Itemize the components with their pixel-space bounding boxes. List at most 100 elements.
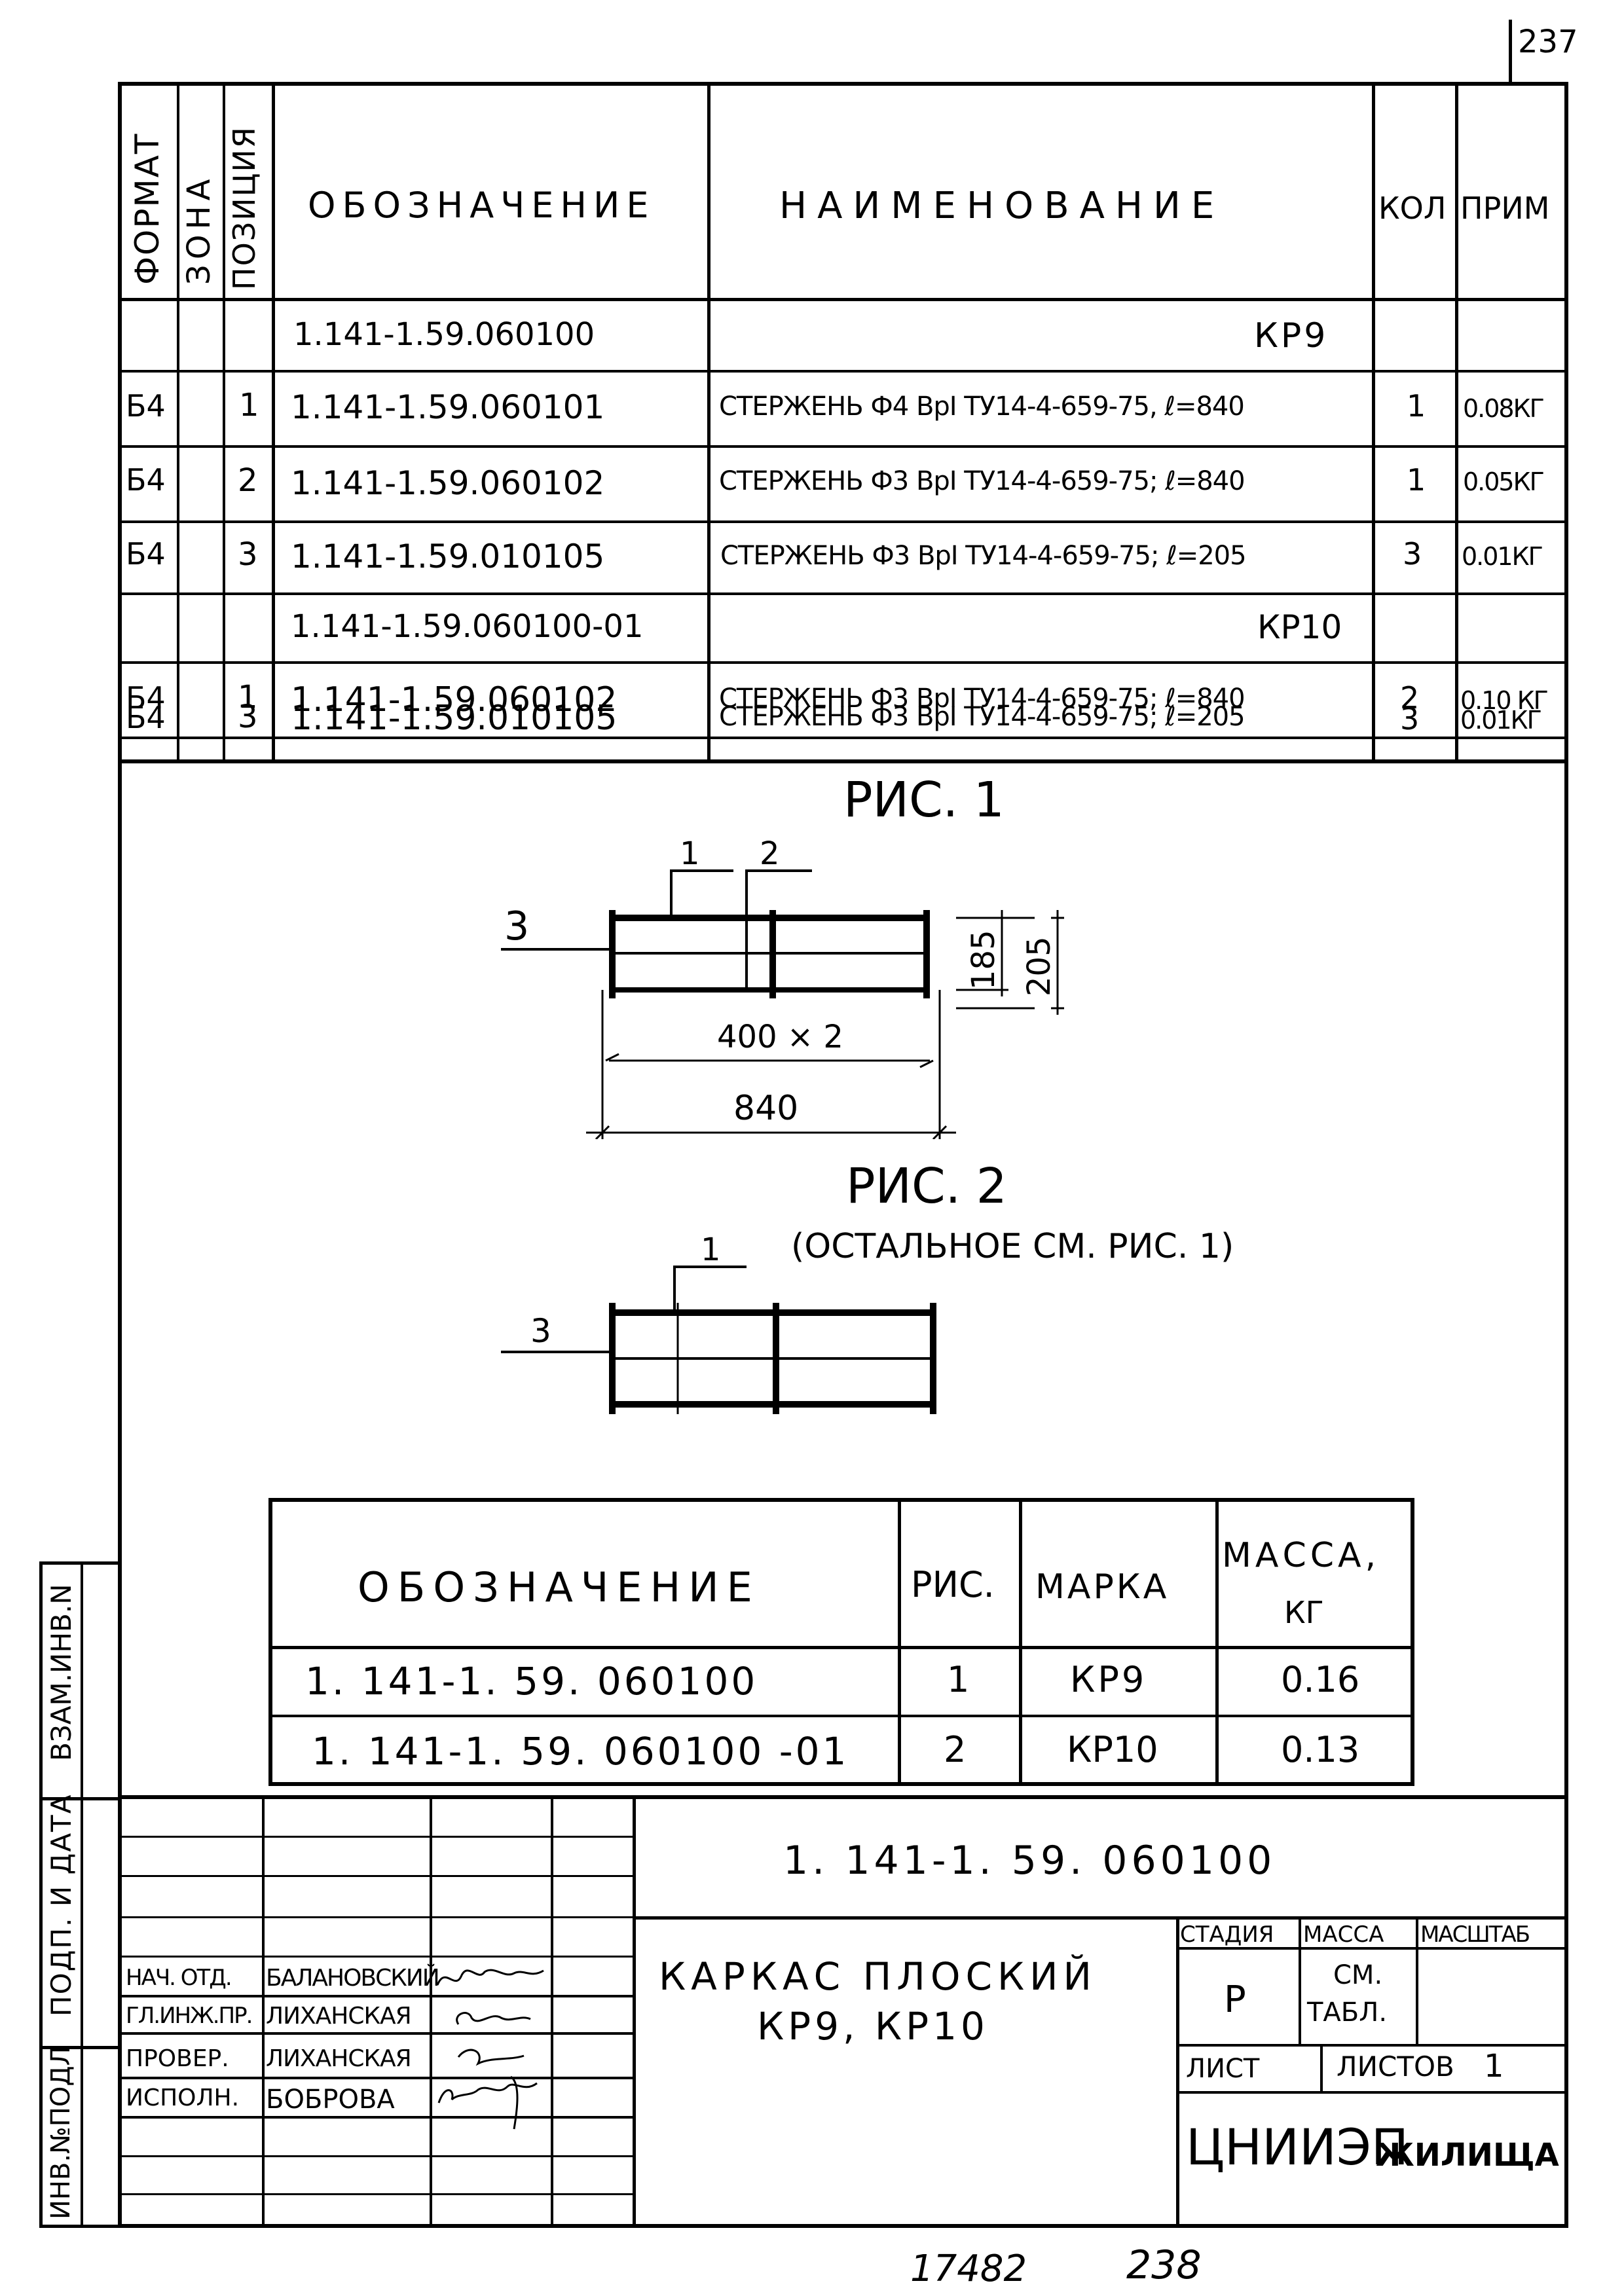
row-4-qty: 3 — [1403, 536, 1422, 572]
row-4-position: 3 — [238, 536, 258, 573]
row-1-name: КР9 — [1254, 316, 1329, 355]
row-3-qty: 1 — [1407, 462, 1426, 498]
mass-header-fig: РИС. — [911, 1564, 995, 1605]
row-6-format: Б4 — [126, 680, 166, 716]
mass-row-1-mark: КР9 — [1070, 1659, 1147, 1700]
label-stage: СТАДИЯ — [1180, 1922, 1274, 1948]
value-stage: Р — [1224, 1978, 1246, 2021]
mass-row-1-mass: 0.16 — [1281, 1659, 1360, 1700]
signature-2 — [456, 2012, 531, 2025]
title-line-1: КАРКАС ПЛОСКИЙ — [659, 1954, 1097, 1999]
bottom-number-left: 17482 — [910, 2248, 1027, 2290]
row-5-designation: 1.141-1.59.060100-01 — [291, 608, 644, 645]
row-6-qty: 2 — [1400, 680, 1420, 716]
side-stamp: ВЗАМ.ИНВ.N ПОДП. И ДАТА ИНВ.№ПОДЛ — [39, 1561, 122, 2228]
signature-4 — [437, 2082, 538, 2104]
fig1-label-3: 3 — [504, 903, 529, 949]
fig1-dim-840: 840 — [733, 1089, 798, 1128]
row-4-format: Б4 — [126, 536, 166, 572]
person-4-name: БОБРОВА — [266, 2085, 395, 2115]
label-scale: МАСШТАБ — [1420, 1922, 1530, 1948]
mass-row-1-fig: 1 — [947, 1659, 970, 1700]
side-stamp-vzam: ВЗАМ.ИНВ.N — [45, 1584, 77, 1761]
row-7-note: 0.01КГ — [1460, 706, 1542, 735]
mass-row-2-fig: 2 — [944, 1729, 967, 1770]
person-1-role: НАЧ. ОТД. — [126, 1965, 232, 1991]
row-6-position: 1 — [238, 679, 258, 716]
person-2-role: ГЛ.ИНЖ.ПР. — [126, 2003, 253, 2029]
header-position: ПОЗИЦИЯ — [227, 126, 262, 290]
page-number: 237 — [1518, 24, 1578, 60]
row-3-position: 2 — [238, 462, 258, 499]
signature-3 — [457, 2049, 525, 2066]
mass-header-unit: КГ — [1284, 1595, 1324, 1630]
fig1-label-1: 1 — [680, 835, 700, 872]
row-7-qty: 3 — [1400, 701, 1420, 737]
mass-row-1-designation: 1. 141-1. 59. 060100 — [305, 1659, 758, 1704]
row-2-name: СТЕРЖЕНЬ Ф4 ВрI ТУ14-4-659-75, ℓ=840 — [719, 392, 1245, 422]
value-sheets: 1 — [1484, 2048, 1504, 2085]
mass-table: ОБОЗНАЧЕНИЕ РИС. МАРКА МАССА, КГ 1. 141-… — [268, 1498, 1414, 1786]
row-4-note: 0.01КГ — [1462, 542, 1543, 571]
value-mass-2: ТАБЛ. — [1307, 1997, 1388, 2028]
row-6-name: СТЕРЖЕНЬ Ф3 ВрI ТУ14-4-659-75; ℓ=840 — [719, 683, 1246, 714]
fig1-dim-185: 185 — [965, 930, 1002, 990]
title-line-2: КР9, КР10 — [757, 2004, 989, 2049]
title-doc-number: 1. 141-1. 59. 060100 — [783, 1838, 1276, 1884]
row-5-name: КР10 — [1257, 608, 1342, 646]
value-mass-1: СМ. — [1333, 1960, 1383, 1990]
bottom-number-right: 238 — [1126, 2242, 1202, 2288]
row-6-designation: 1.141-1.59.060102 — [291, 680, 618, 720]
signatures — [436, 1969, 544, 2130]
org-suffix: ЖИЛИЩА — [1376, 2137, 1559, 2174]
row-2-note: 0.08КГ — [1463, 394, 1545, 423]
mass-row-2-designation: 1. 141-1. 59. 060100 -01 — [312, 1729, 849, 1774]
header-note: ПРИМ — [1460, 191, 1550, 226]
side-stamp-podp: ПОДП. И ДАТА — [45, 1793, 77, 2016]
header-designation: ОБОЗНАЧЕНИЕ — [308, 185, 655, 226]
fig2-leader-1 — [673, 1266, 747, 1313]
label-sheet: ЛИСТ — [1186, 2054, 1260, 2084]
mass-header-mark: МАРКА — [1035, 1567, 1170, 1607]
header-format: ФОРМАТ — [128, 132, 166, 285]
figure-2-subtitle: (ОСТАЛЬНОЕ СМ. РИС. 1) — [791, 1227, 1234, 1266]
label-sheets: ЛИСТОВ — [1337, 2050, 1454, 2083]
person-4-role: ИСПОЛН. — [126, 2085, 240, 2111]
mass-header-designation: ОБОЗНАЧЕНИЕ — [358, 1563, 760, 1611]
figure-1-title: РИС. 1 — [843, 772, 1005, 828]
sheet-frame — [118, 82, 1568, 2228]
signature-4-tail — [509, 2075, 519, 2130]
row-2-qty: 1 — [1407, 388, 1426, 424]
row-2-format: Б4 — [126, 388, 166, 424]
row-2-position: 1 — [239, 387, 259, 424]
fig1-dim-205: 205 — [1021, 936, 1058, 996]
row-1-designation: 1.141-1.59.060100 — [293, 316, 595, 353]
person-3-name: ЛИХАНСКАЯ — [266, 2045, 412, 2072]
header-name: НАИМЕНОВАНИЕ — [779, 185, 1225, 227]
person-1-name: БАЛАНОВСКИЙ — [266, 1965, 440, 1992]
signature-1 — [436, 1969, 544, 1986]
row-3-format: Б4 — [126, 462, 166, 498]
fig2-label-1: 1 — [701, 1231, 721, 1268]
label-mass: МАССА — [1303, 1922, 1384, 1948]
header-zone: ЗОНА — [181, 173, 217, 285]
row-4-designation: 1.141-1.59.010105 — [291, 538, 605, 575]
row-7-position: 3 — [238, 699, 258, 735]
row-7-format: Б4 — [126, 700, 166, 735]
row-7-name: СТЕРЖЕНЬ Ф3 ВрI ТУ14-4-659-75; ℓ=205 — [719, 702, 1246, 732]
row-3-name: СТЕРЖЕНЬ Ф3 ВрI ТУ14-4-659-75; ℓ=840 — [719, 466, 1246, 496]
side-stamp-inv: ИНВ.№ПОДЛ — [46, 2046, 76, 2219]
row-2-designation: 1.141-1.59.060101 — [291, 388, 605, 426]
row-7-designation: 1.141-1.59.010105 — [291, 699, 618, 738]
mass-row-2-mass: 0.13 — [1281, 1729, 1360, 1770]
figure-2-drawing: 1 3 — [501, 1231, 936, 1414]
row-4-name: СТЕРЖЕНЬ Ф3 ВрI ТУ14-4-659-75; ℓ=205 — [720, 541, 1247, 571]
fig2-label-3: 3 — [530, 1312, 551, 1350]
figure-1-drawing: 1 2 3 185 205 400 × 2 840 — [501, 835, 1064, 1139]
person-2-name: ЛИХАНСКАЯ — [266, 2003, 412, 2030]
row-3-designation: 1.141-1.59.060102 — [291, 464, 605, 502]
fig1-leader-1 — [670, 869, 733, 918]
fig1-leader-2 — [745, 869, 812, 990]
mass-row-2-mark: КР10 — [1067, 1729, 1158, 1770]
title-block: 1. 141-1. 59. 060100 КАРКАС ПЛОСКИЙ КР9,… — [122, 1795, 1568, 2228]
